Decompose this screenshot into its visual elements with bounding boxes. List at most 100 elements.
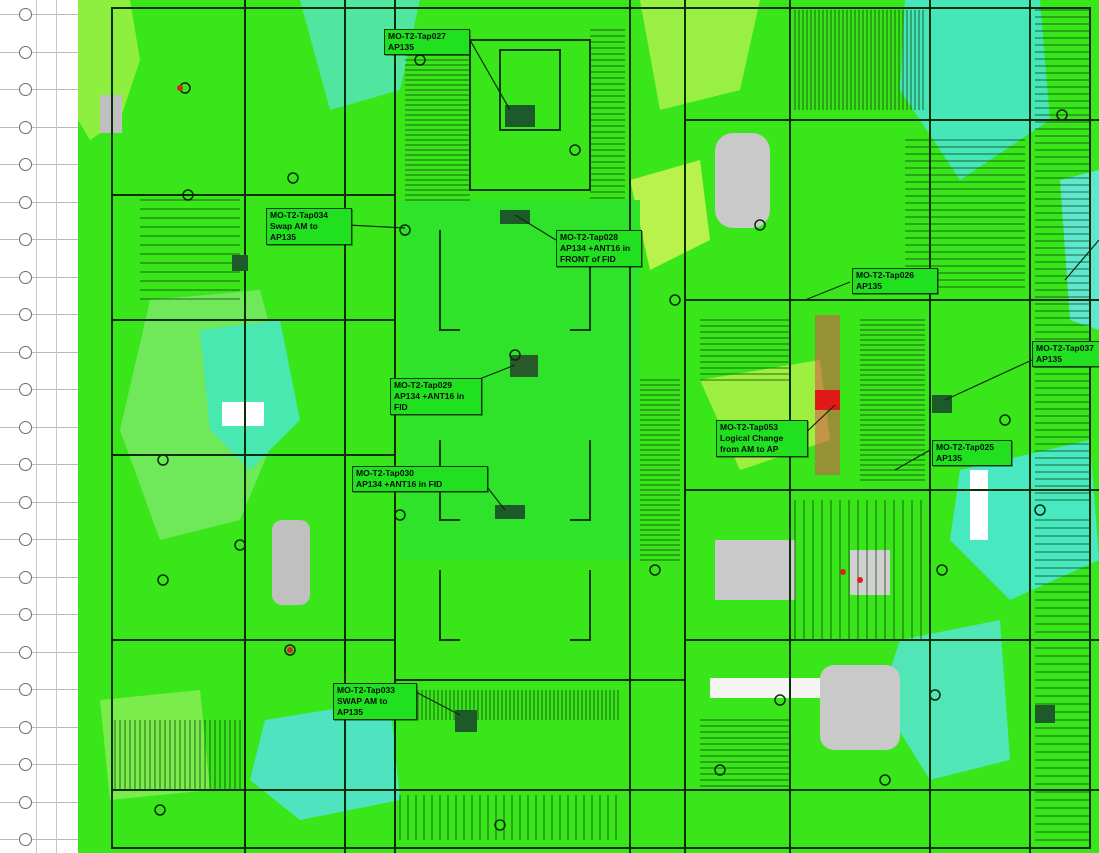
ruler-grid-badge — [19, 458, 32, 471]
ruler-gridline — [0, 764, 78, 765]
ruler-gridline — [0, 126, 78, 128]
ap-marker — [774, 694, 786, 706]
ruler-grid-badge — [19, 158, 32, 171]
ap-marker — [394, 509, 406, 521]
ap-marker — [494, 819, 506, 831]
central-plaza — [439, 39, 591, 641]
ap-marker — [414, 54, 426, 66]
ruler-grid-badge — [19, 270, 32, 284]
no-coverage-area — [715, 133, 770, 228]
fid-room — [505, 105, 535, 127]
ruler-gridline — [0, 164, 78, 165]
ruler-gridline — [0, 239, 78, 240]
callout-tap030: MO-T2-Tap030 AP134 +ANT16 in FID — [352, 466, 488, 492]
seating-hatch — [114, 9, 1090, 841]
no-coverage-area — [820, 665, 900, 750]
ap-marker — [1034, 504, 1046, 516]
weak-coverage-zone — [630, 160, 710, 270]
no-coverage-area — [272, 520, 310, 605]
ap-marker — [157, 574, 169, 586]
ruler-grid-badge — [19, 570, 32, 584]
ruler-grid-badge — [19, 83, 32, 96]
ruler-gridline — [0, 464, 78, 465]
ap-marker — [999, 414, 1011, 426]
ruler-grid-badge — [19, 683, 32, 696]
ruler-grid-badge — [19, 645, 32, 659]
no-coverage-area — [715, 540, 795, 600]
ap-marker — [157, 454, 169, 466]
ruler-grid-badge — [19, 345, 32, 359]
ap-marker — [879, 774, 891, 786]
ruler-gridline — [0, 501, 78, 503]
ruler-gridline — [0, 726, 78, 728]
ap-signal-dot — [177, 85, 183, 91]
ruler-grid-badge — [19, 195, 32, 209]
no-coverage-area — [710, 678, 820, 698]
callout-tap029: MO-T2-Tap029 AP134 +ANT16 in FID — [390, 378, 482, 415]
fid-room — [1035, 705, 1055, 723]
ap-marker — [569, 144, 581, 156]
ruler-grid-badge — [19, 720, 32, 734]
ruler-gridline — [0, 839, 78, 840]
ruler-gridline — [0, 614, 78, 615]
ap-marker — [399, 224, 411, 236]
ap-marker — [284, 644, 296, 656]
ruler-gridline — [0, 576, 78, 578]
ruler-grid-badge — [19, 608, 32, 621]
ruler-grid-badge — [19, 383, 32, 396]
no-coverage-area — [222, 402, 264, 426]
ruler-vertical-line — [36, 0, 37, 853]
ap-marker — [509, 349, 521, 361]
callout-tap034: MO-T2-Tap034 Swap AM to AP135 — [266, 208, 352, 245]
callout-tap026: MO-T2-Tap026 AP135 — [852, 268, 938, 294]
fid-room — [500, 210, 530, 224]
fid-room — [510, 355, 538, 377]
fid-room — [495, 505, 525, 519]
ruler-grid-badge — [19, 833, 32, 846]
access-point-markers — [154, 54, 1068, 831]
callout-tap025: MO-T2-Tap025 AP135 — [932, 440, 1012, 466]
ruler-grid-badge — [19, 795, 32, 809]
ap-marker — [929, 689, 941, 701]
ruler-grid-badge — [19, 495, 32, 509]
callout-leaders — [347, 39, 1099, 716]
ap-marker — [669, 294, 681, 306]
ruler-gridline — [0, 426, 78, 428]
ruler-gridline — [0, 539, 78, 540]
callout-tap028: MO-T2-Tap028 AP134 +ANT16 in FRONT of FI… — [556, 230, 642, 267]
cyan-coverage-zone — [880, 620, 1010, 780]
ap-signal-dot — [857, 577, 863, 583]
ap-marker — [714, 764, 726, 776]
grid-ruler — [0, 0, 79, 853]
cyan-coverage-zone — [200, 320, 300, 470]
ap-marker — [182, 189, 194, 201]
callout-tap037: MO-T2-Tap037 AP135 — [1032, 341, 1099, 367]
ruler-gridline — [0, 276, 78, 278]
weak-coverage-zone — [640, 0, 760, 110]
ruler-gridline — [0, 201, 78, 203]
ruler-grid-badge — [19, 420, 32, 434]
weak-coverage-zone — [78, 0, 140, 140]
ruler-gridline — [0, 89, 78, 90]
ap-marker — [754, 219, 766, 231]
ruler-gridline — [0, 801, 78, 803]
high-signal-zone — [815, 390, 840, 410]
ruler-gridline — [0, 14, 78, 15]
ruler-gridline — [0, 651, 78, 653]
ruler-gridline — [0, 51, 78, 53]
no-coverage-area — [970, 470, 988, 540]
callout-tap033: MO-T2-Tap033 SWAP AM to AP135 — [333, 683, 417, 720]
ruler-grid-badge — [19, 45, 32, 59]
ruler-grid-badge — [19, 758, 32, 771]
ruler-gridline — [0, 389, 78, 390]
ruler-grid-badge — [19, 533, 32, 546]
ap-marker — [1056, 109, 1068, 121]
ruler-vertical-line — [56, 0, 57, 853]
ruler-gridline — [0, 351, 78, 353]
ap-marker — [287, 172, 299, 184]
ruler-grid-badge — [19, 308, 32, 321]
ap-marker — [936, 564, 948, 576]
fid-room — [455, 710, 477, 732]
no-coverage-area — [850, 550, 890, 595]
